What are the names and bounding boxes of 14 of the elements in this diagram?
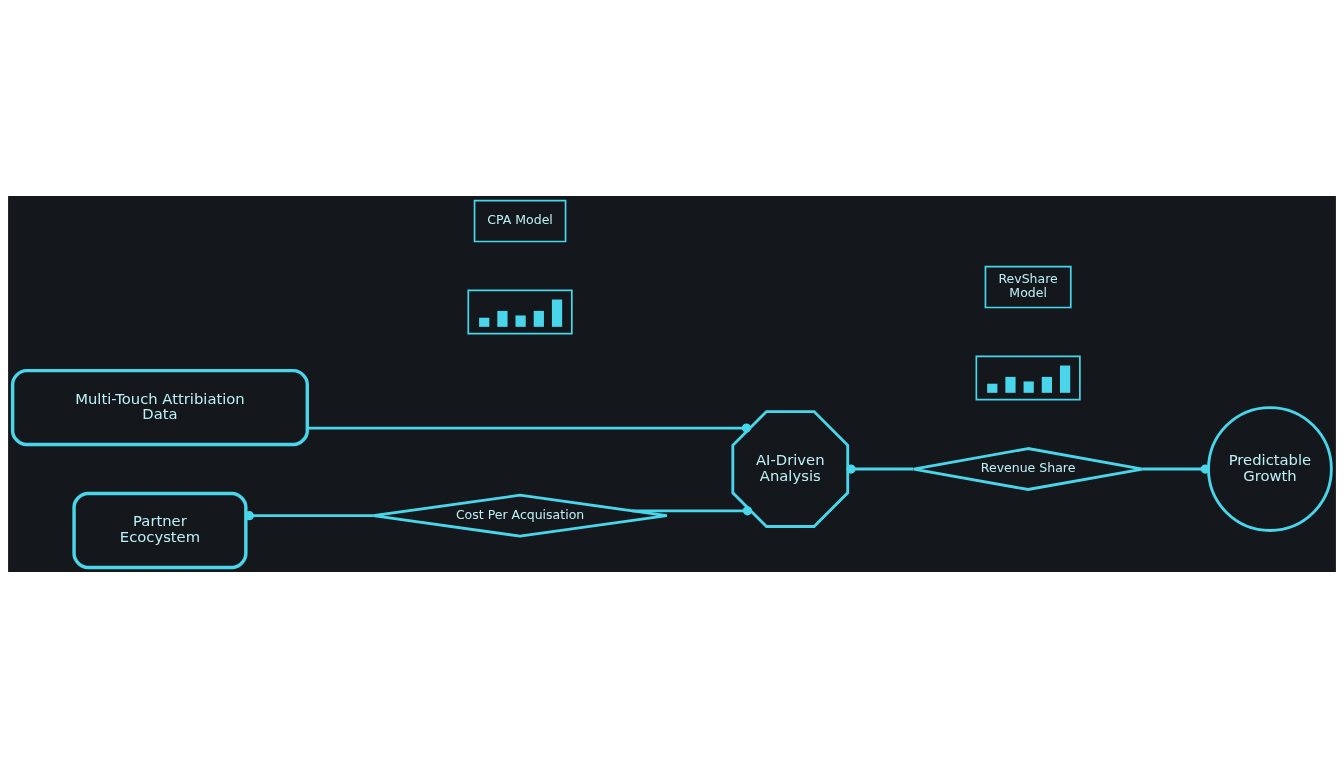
node-box: RevShare Model: [984, 265, 1072, 309]
node-picture: [467, 289, 573, 335]
node-diamond: Cost Per Acquisation: [371, 493, 669, 538]
node-box: Partner Ecocystem: [72, 491, 248, 570]
connector: [632, 506, 753, 516]
node-box: CPA Model: [473, 199, 567, 243]
node-picture: [975, 355, 1081, 401]
connector: [1142, 464, 1210, 474]
node-circle: Predictable Growth: [1207, 406, 1333, 532]
node-diamond: Revenue Share: [912, 447, 1144, 491]
node-box: Multi-Touch Attribiation Data: [10, 368, 309, 447]
connector: [244, 511, 373, 521]
connector: [307, 423, 752, 433]
connector: [846, 464, 914, 474]
